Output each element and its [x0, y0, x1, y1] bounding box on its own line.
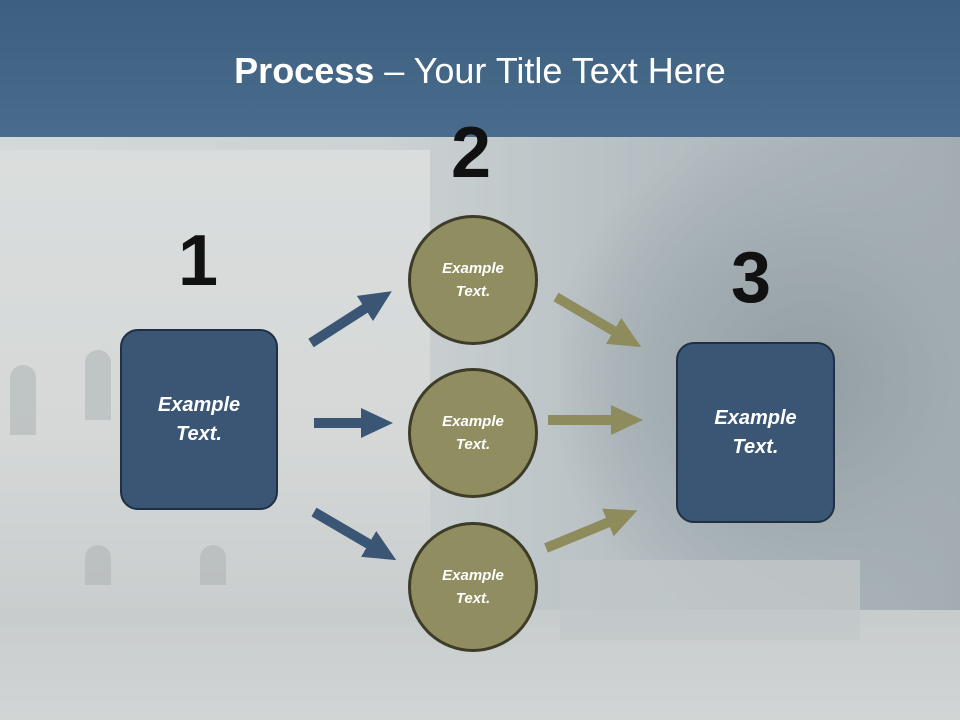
step-2-circle-middle: Example Text. — [408, 368, 538, 498]
slide-title: Process – Your Title Text Here — [0, 50, 960, 92]
step-2-circle-middle-text: Example Text. — [442, 413, 504, 453]
title-bold: Process — [234, 50, 375, 91]
step-2-circle-bottom-text: Example Text. — [442, 567, 504, 607]
step-2-circle-top-text: Example Text. — [442, 260, 504, 300]
step-number-2: 2 — [451, 113, 492, 193]
step-number-3: 3 — [731, 238, 772, 318]
step-3-box: Example Text. — [676, 342, 835, 523]
step-2-circle-top: Example Text. — [408, 215, 538, 345]
step-3-text: Example Text. — [714, 406, 797, 458]
title-bar: Process – Your Title Text Here — [0, 0, 960, 137]
step-number-1: 1 — [178, 221, 219, 301]
step-2-circle-bottom: Example Text. — [408, 522, 538, 652]
arrow-1-to-2c — [311, 507, 397, 561]
step-1-text: Example Text. — [157, 393, 241, 445]
arrow-2a-to-3 — [553, 292, 642, 348]
title-rest: – Your Title Text Here — [374, 50, 726, 91]
background-fountain — [560, 560, 860, 640]
step-1-box: Example Text. — [120, 329, 278, 510]
arrow-1-to-2a — [308, 291, 392, 348]
arrow-2c-to-3 — [544, 508, 638, 553]
